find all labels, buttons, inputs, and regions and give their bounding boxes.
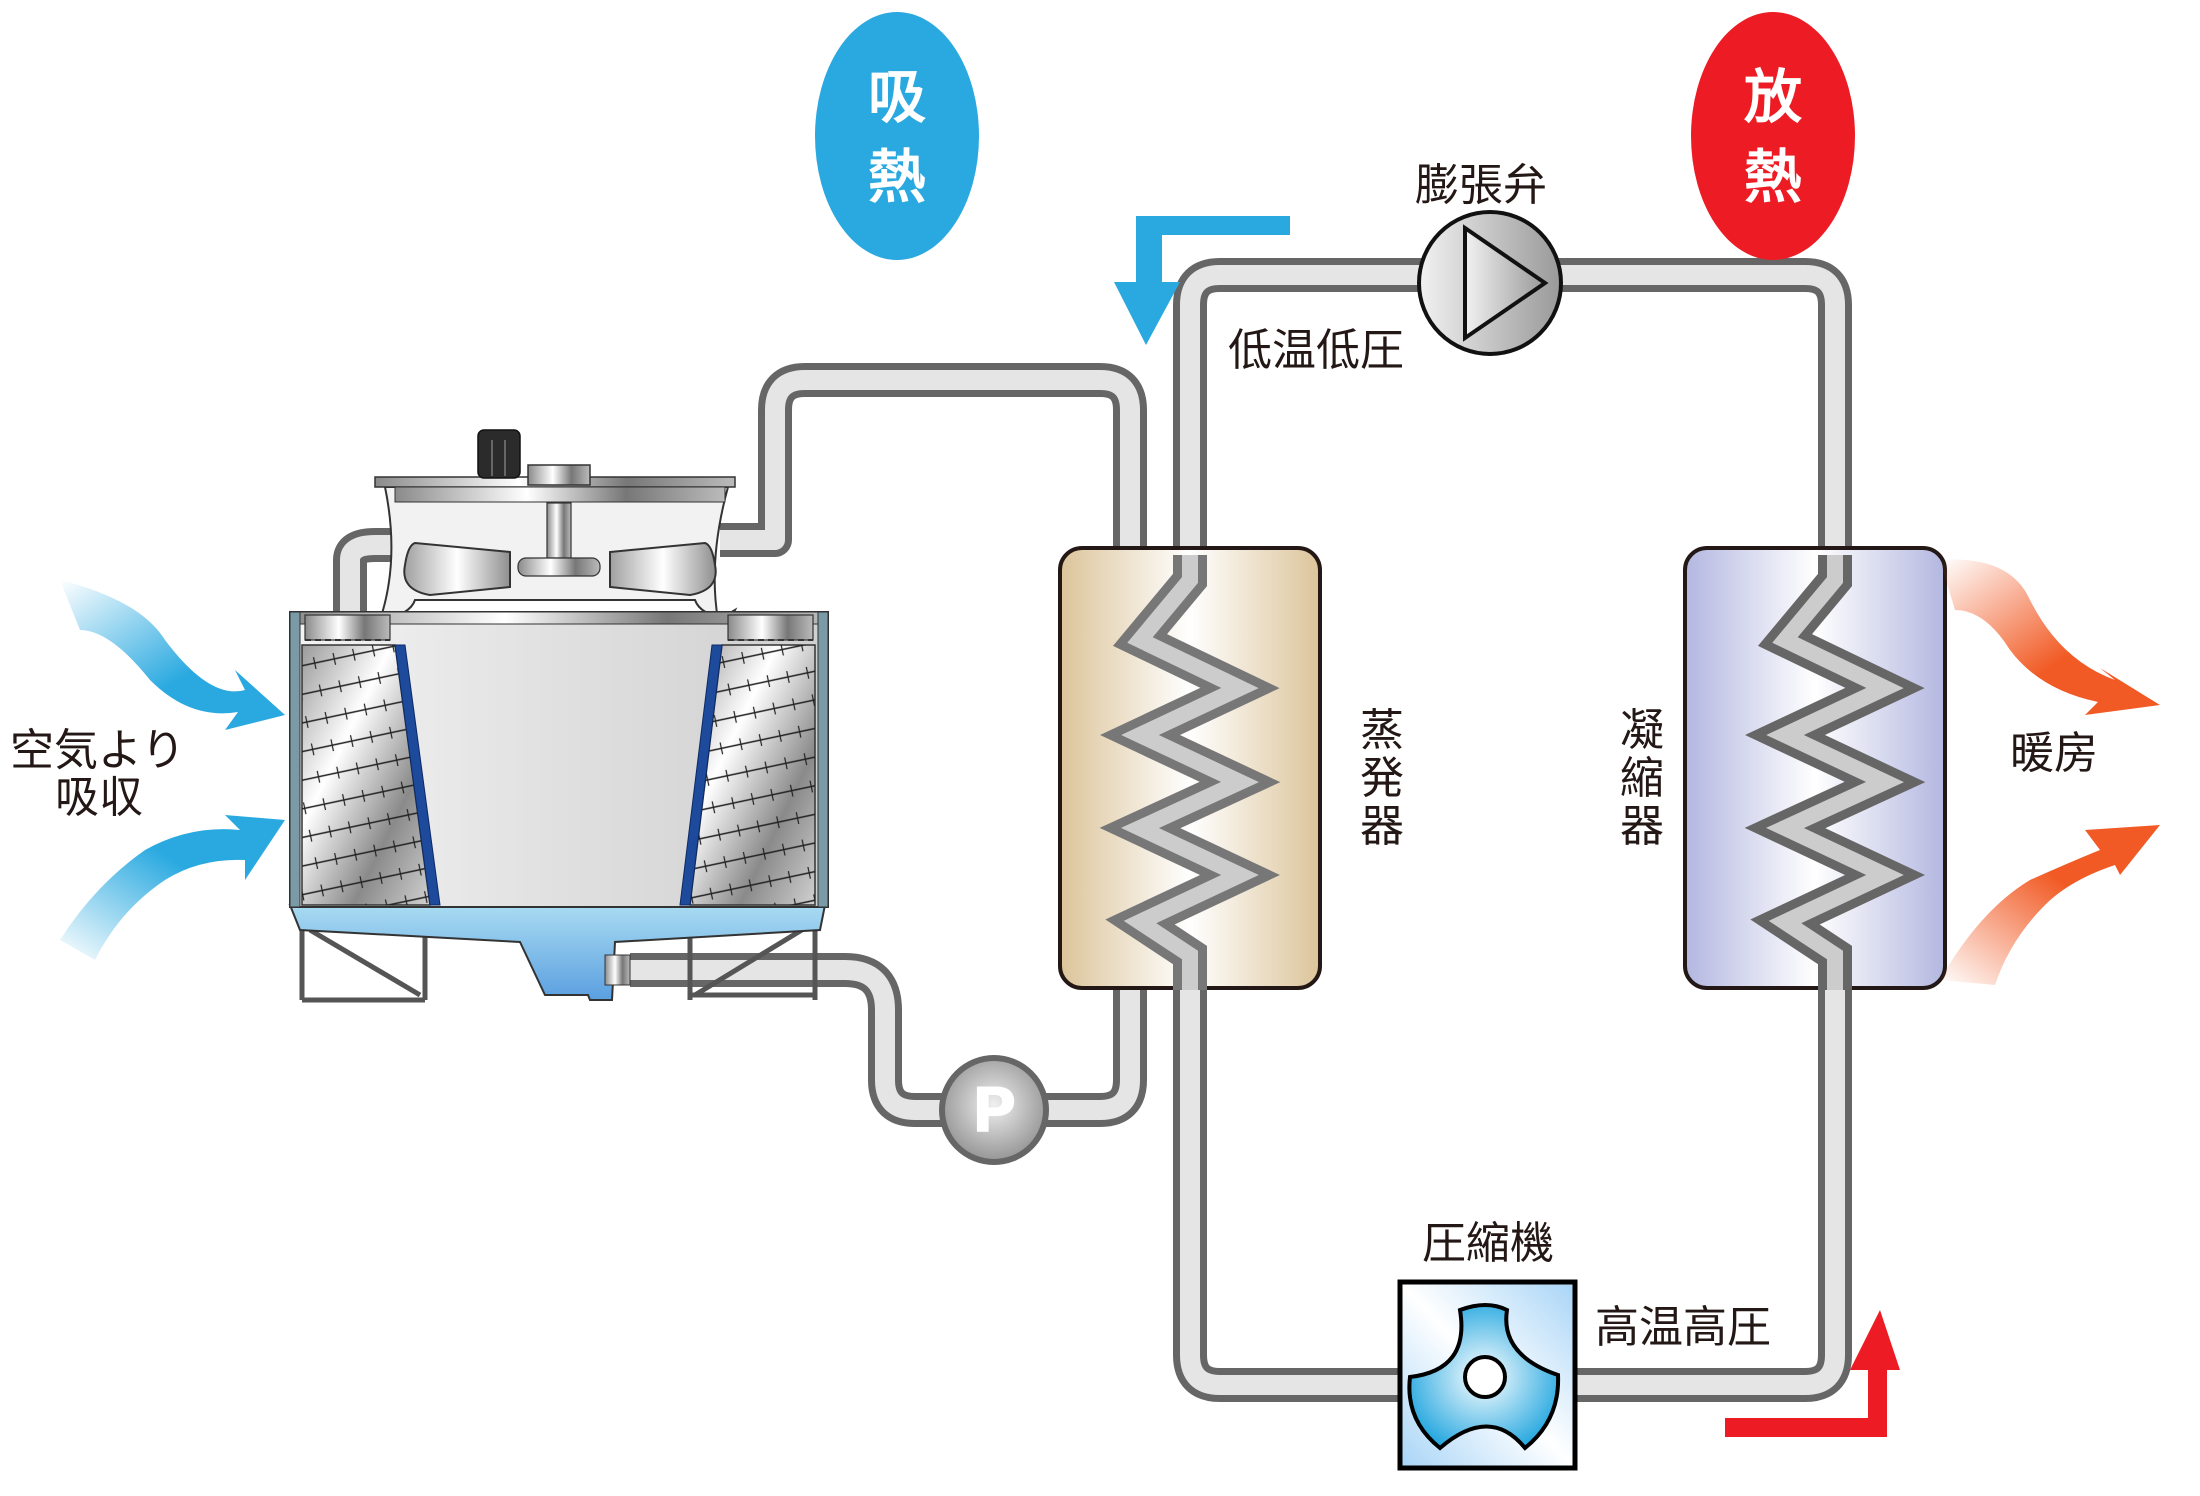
intake-air-label-line2: 吸収 [55, 772, 143, 823]
svg-text:器: 器 [1620, 801, 1664, 852]
intake-air-arrow-lower [60, 815, 285, 960]
heat-absorb-badge: 吸 熱 [815, 12, 979, 260]
condenser[interactable] [1683, 546, 1947, 990]
intake-air-arrow-upper [60, 580, 285, 730]
condenser-label: 凝 縮 器 [1620, 705, 1664, 852]
low-temp-low-pressure-label: 低温低圧 [1228, 325, 1404, 376]
svg-text:熱: 熱 [1744, 143, 1802, 211]
compressor-label: 圧縮機 [1422, 1218, 1554, 1269]
high-temp-high-pressure-label: 高温高圧 [1595, 1302, 1771, 1353]
pump-symbol-label: P [971, 1074, 1016, 1147]
compressor[interactable] [1397, 1279, 1578, 1471]
louver-left [394, 644, 441, 906]
heating-air-arrow-upper [1940, 559, 2160, 715]
heat-release-badge: 放 熱 [1691, 12, 1855, 260]
pump[interactable]: P [939, 1055, 1049, 1165]
hot-flow-arrow-icon [1725, 1310, 1900, 1437]
intake-air-arrows: 空気より 吸収 [10, 580, 285, 960]
heating-air-arrow-lower [1940, 825, 2160, 985]
svg-text:熱: 熱 [868, 143, 926, 211]
svg-text:蒸: 蒸 [1360, 705, 1404, 756]
evaporator-label: 蒸 発 器 [1360, 705, 1404, 852]
water-basin [288, 904, 827, 1001]
cooling-tower [288, 429, 829, 1003]
svg-text:吸: 吸 [868, 63, 926, 131]
expansion-valve[interactable] [1417, 210, 1563, 356]
svg-text:凝: 凝 [1620, 705, 1664, 756]
fan-blade-right [609, 541, 717, 597]
svg-text:放: 放 [1744, 63, 1802, 131]
evaporator[interactable] [1058, 546, 1322, 990]
valve-triangle-icon [1463, 224, 1549, 342]
svg-text:発: 発 [1360, 753, 1404, 804]
fan-shaft [546, 502, 572, 559]
svg-text:縮: 縮 [1620, 753, 1664, 804]
svg-text:器: 器 [1360, 801, 1404, 852]
fan-blade-left [403, 541, 511, 597]
intake-air-label-line1: 空気より [10, 725, 185, 776]
expansion-valve-label: 膨張弁 [1415, 160, 1547, 211]
cold-flow-arrow-icon [1114, 216, 1290, 345]
heating-air-arrows: 暖房 [1940, 559, 2160, 985]
heating-label: 暖房 [2010, 728, 2098, 779]
fan-motor [477, 429, 521, 479]
louver-right [679, 644, 723, 906]
